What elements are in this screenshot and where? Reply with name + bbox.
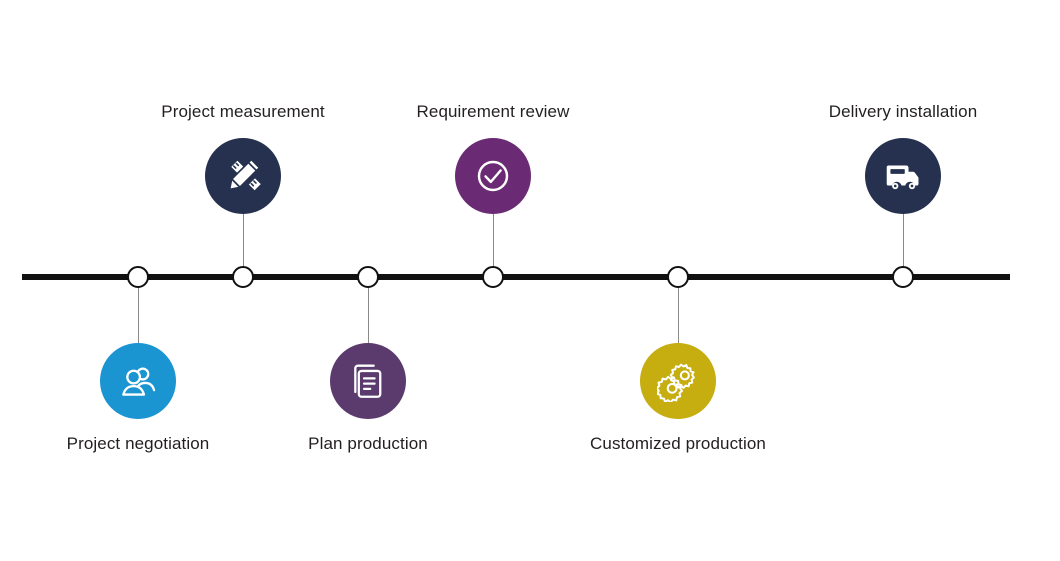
check-circle-icon <box>472 155 514 197</box>
node-label-customized-production: Customized production <box>590 434 766 453</box>
icon-bubble-project-measurement[interactable] <box>205 138 281 214</box>
timeline-node-marker-project-negotiation[interactable] <box>127 266 149 288</box>
timeline-node-marker-delivery-installation[interactable] <box>892 266 914 288</box>
icon-bubble-plan-production[interactable] <box>330 343 406 419</box>
timeline-node-marker-customized-production[interactable] <box>667 266 689 288</box>
icon-bubble-project-negotiation[interactable] <box>100 343 176 419</box>
truck-icon <box>882 155 924 197</box>
icon-bubble-requirement-review[interactable] <box>455 138 531 214</box>
icon-bubble-customized-production[interactable] <box>640 343 716 419</box>
node-label-delivery-installation: Delivery installation <box>828 102 978 121</box>
leader-line <box>493 214 494 269</box>
node-label-requirement-review: Requirement review <box>416 102 570 121</box>
timeline-axis <box>22 274 1010 280</box>
leader-line <box>368 285 369 343</box>
icon-bubble-delivery-installation[interactable] <box>865 138 941 214</box>
document-icon <box>347 360 389 402</box>
timeline-node-marker-project-measurement[interactable] <box>232 266 254 288</box>
timeline-node-marker-requirement-review[interactable] <box>482 266 504 288</box>
timeline-node-marker-plan-production[interactable] <box>357 266 379 288</box>
leader-line <box>678 285 679 343</box>
people-icon <box>117 360 159 402</box>
leader-line <box>138 285 139 343</box>
leader-line <box>243 214 244 269</box>
gears-icon <box>657 360 699 402</box>
node-label-project-measurement: Project measurement <box>161 102 325 121</box>
node-label-plan-production: Plan production <box>308 434 428 453</box>
node-label-project-negotiation: Project negotiation <box>66 434 210 453</box>
pencil-ruler-icon <box>222 155 264 197</box>
leader-line <box>903 214 904 269</box>
